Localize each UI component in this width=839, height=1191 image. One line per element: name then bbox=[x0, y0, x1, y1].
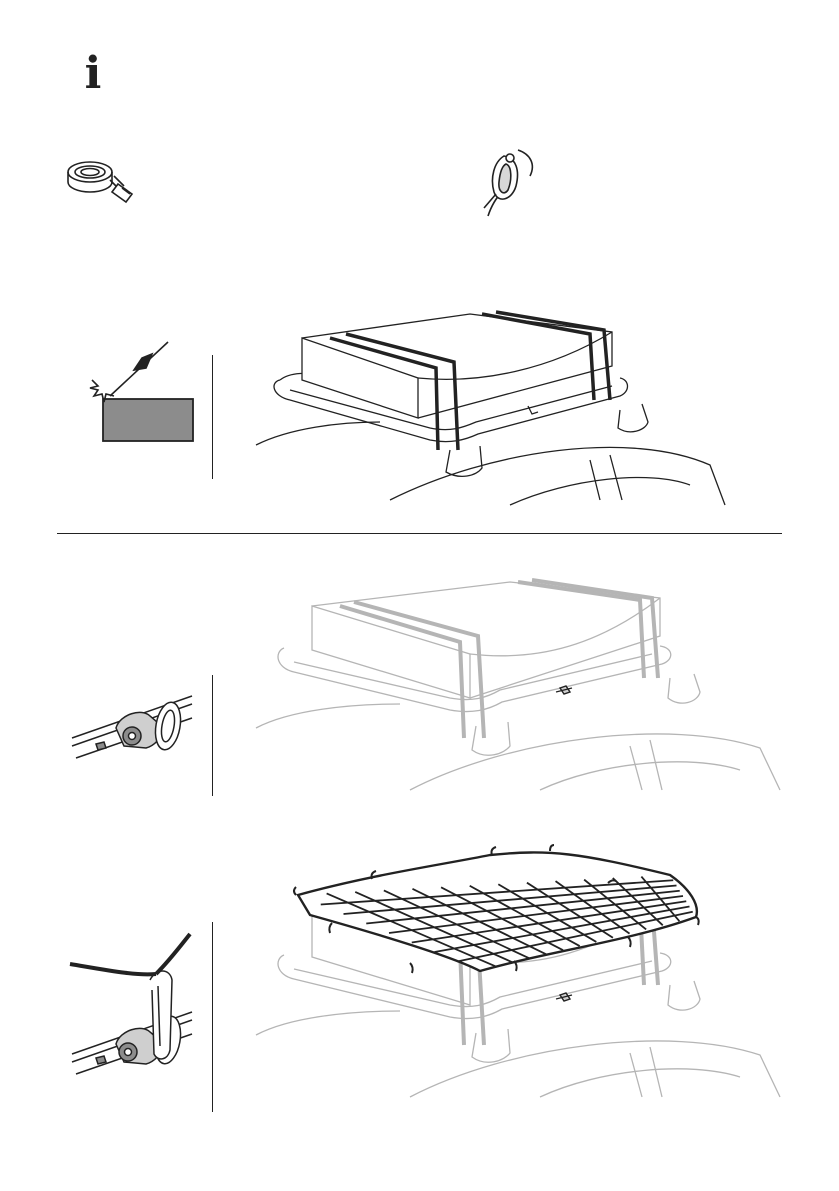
info-icon: i bbox=[78, 50, 108, 98]
section-divider bbox=[57, 533, 782, 534]
net-hook-icon bbox=[66, 930, 196, 1080]
divider-vertical-3 bbox=[212, 922, 213, 1112]
rail-loop-icon bbox=[480, 148, 546, 220]
divider-vertical-2 bbox=[212, 675, 213, 796]
divider-vertical-1 bbox=[212, 355, 213, 479]
net-over-load-icon bbox=[250, 845, 785, 1100]
rail-eyelet-icon bbox=[66, 688, 196, 768]
strap-icon bbox=[62, 150, 142, 210]
box-on-roof-rack-icon bbox=[250, 578, 785, 793]
tighten-strap-icon bbox=[70, 340, 200, 444]
box-with-straps-icon bbox=[250, 300, 730, 505]
